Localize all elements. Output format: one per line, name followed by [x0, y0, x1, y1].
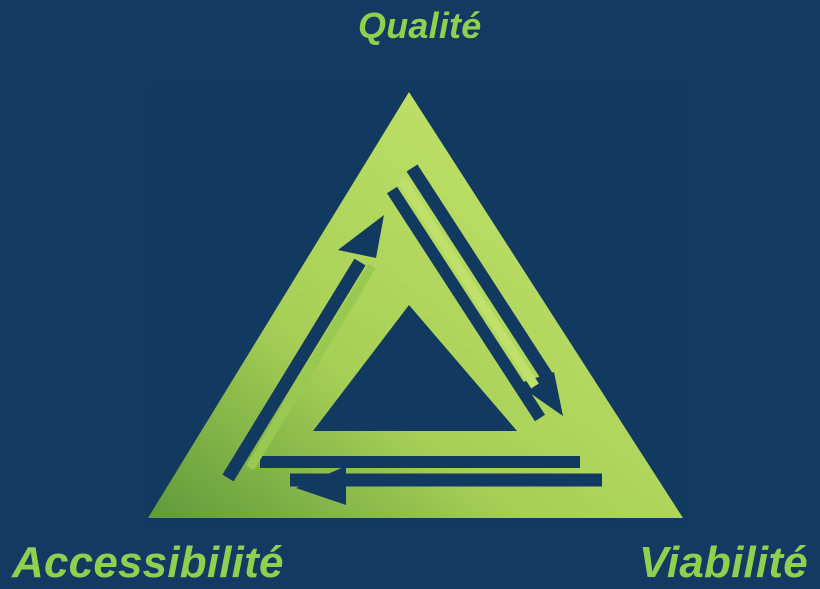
inner-corner-gap-right [386, 186, 546, 422]
left-band-gap [222, 258, 366, 482]
label-accessibilite: Accessibilité [12, 538, 284, 587]
band-left [246, 263, 376, 471]
arrowhead-up-left [338, 215, 384, 258]
band-right [398, 177, 539, 389]
arrowhead-left-bottom [296, 466, 346, 505]
right-band-gap [406, 164, 554, 382]
label-viabilite: Viabilité [639, 538, 808, 587]
arrow-bands [246, 177, 590, 475]
label-qualite: Qualité [358, 5, 482, 46]
outer-triangle [148, 92, 683, 518]
